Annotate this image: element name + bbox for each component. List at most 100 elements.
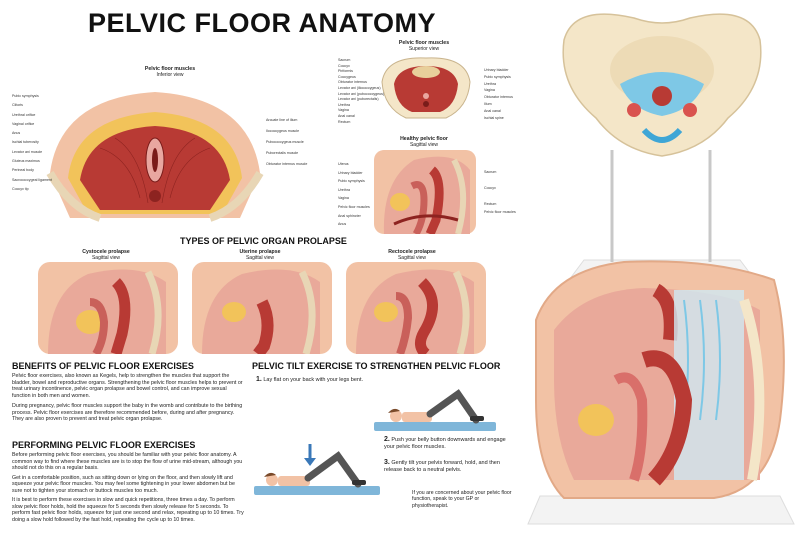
- healthy-label: Pubic symphysis: [338, 179, 365, 184]
- superior-label: Urethra: [338, 102, 350, 107]
- pelvis-bone-model: [562, 13, 762, 285]
- superior-label: Vagina: [484, 88, 495, 93]
- healthy-label: Vagina: [338, 196, 349, 201]
- tilt-note: If you are concerned about your pelvic f…: [412, 490, 512, 509]
- poster-title: PELVIC FLOOR ANATOMY: [87, 8, 436, 38]
- pelvis-models-illustration: [527, 13, 795, 525]
- performing-paragraph-1: Before performing pelvic floor exercises…: [12, 452, 243, 471]
- superior-label: Piriformis: [338, 69, 353, 74]
- healthy-left-labels: Uterus Urinary bladder Pubic symphysis U…: [338, 162, 370, 226]
- inferior-label: Coccyx tip: [12, 186, 29, 191]
- inferior-label: Puborectalis muscle: [266, 151, 299, 155]
- inferior-label: Levator ani muscle: [12, 149, 43, 154]
- benefits-paragraph-1: Pelvic floor exercises, also known as Ke…: [12, 373, 243, 399]
- prolapse-sub-3: Sagittal view: [397, 255, 427, 261]
- prolapse-heading: TYPES OF PELVIC ORGAN PROLAPSE: [180, 236, 347, 246]
- healthy-label: Uterus: [338, 162, 349, 166]
- healthy-caption-sub: Sagittal view: [409, 142, 439, 148]
- uterine-illustration: [192, 262, 332, 354]
- prolapse-sub-2: Sagittal view: [245, 255, 275, 261]
- inferior-label: Perineal body: [12, 168, 34, 173]
- prolapse-title-3: Rectocele prolapse: [388, 249, 436, 255]
- inferior-label: Gluteus maximus: [12, 159, 40, 164]
- inferior-caption-title: Pelvic floor muscles: [144, 66, 196, 72]
- inferior-right-labels: Arcuate line of ilium Ilococcygeus muscl…: [266, 118, 307, 166]
- superior-label: Vagina: [338, 108, 349, 113]
- inferior-label: Obturator internus muscle: [266, 162, 308, 166]
- performing-paragraph-2: Get in a comfortable position, such as s…: [12, 474, 235, 494]
- performing-heading: PERFORMING PELVIC FLOOR EXERCISES: [12, 440, 196, 450]
- benefits-paragraph-2: During pregnancy, pelvic floor muscles s…: [12, 403, 243, 422]
- inferior-caption: Pelvic floor muscles Inferior view: [115, 66, 225, 78]
- healthy-sagittal-illustration: [374, 150, 476, 234]
- superior-caption-title: Pelvic floor muscles: [398, 40, 450, 46]
- inferior-label: Vaginal orifice: [12, 121, 35, 126]
- superior-label: Coccyx: [338, 63, 350, 68]
- prolapse-illustrations: [38, 262, 486, 354]
- healthy-label: Urethra: [338, 187, 350, 192]
- healthy-label: Anal sphincter: [338, 213, 361, 218]
- tilt-step-2-number: 2.: [384, 436, 390, 443]
- superior-label: Urinary bladder: [484, 68, 509, 72]
- superior-label: Levator ani (pubococcygeus): [338, 91, 385, 96]
- superior-left-labels: Sacrum Coccyx Piriformis Coccygeus Obtur…: [338, 58, 384, 124]
- superior-label: Coccygeus: [338, 74, 356, 79]
- healthy-label: Anus: [338, 222, 347, 227]
- superior-label: Levator ani (iliococcygeus): [338, 85, 381, 90]
- tilt-heading: PELVIC TILT EXERCISE TO STRENGTHEN PELVI…: [252, 361, 501, 371]
- tilt-step-2-text: Push your belly button downwards and eng…: [384, 437, 506, 450]
- inferior-caption-sub: Inferior view: [156, 72, 184, 78]
- prolapse-caption-1: Cystocele prolapse Sagittal view: [62, 249, 150, 261]
- tilt-step-1-text: Lay flat on your back with your legs ben…: [263, 377, 364, 383]
- superior-label: Rectum: [338, 119, 351, 124]
- prolapse-sub-1: Sagittal view: [91, 255, 121, 261]
- healthy-label: Pelvic floor muscles: [484, 210, 516, 214]
- superior-view-illustration: [381, 57, 471, 119]
- healthy-label: Rectum: [484, 202, 497, 206]
- benefits-heading: BENEFITS OF PELVIC FLOOR EXERCISES: [12, 361, 194, 371]
- inferior-label: Pubococcygeus muscle: [266, 140, 304, 144]
- inferior-left-labels: Pubic symphysis Clitoris Urethral orific…: [12, 94, 52, 191]
- prolapse-caption-2: Uterine prolapse Sagittal view: [216, 249, 304, 261]
- performing-body: Before performing pelvic floor exercises…: [12, 452, 244, 523]
- prolapse-caption-3: Rectocele prolapse Sagittal view: [368, 249, 456, 261]
- superior-label: Anal canal: [484, 108, 501, 113]
- tilt-step-1: 1. Lay flat on your back with your legs …: [256, 376, 426, 384]
- inferior-label: Urethral orifice: [12, 112, 36, 117]
- product-photos: [524, 0, 800, 533]
- prolapse-title-2: Uterine prolapse: [239, 249, 281, 255]
- superior-label: Ilium: [484, 101, 492, 106]
- tilt-figure-2: [254, 444, 380, 495]
- tilt-figure-1: [374, 389, 496, 431]
- healthy-right-labels: Sacrum Coccyx Rectum Pelvic floor muscle…: [484, 170, 516, 214]
- cystocele-illustration: [38, 262, 178, 354]
- inferior-label: Sacrococcygeal ligament: [12, 177, 52, 182]
- healthy-label: Urinary bladder: [338, 170, 363, 175]
- tilt-step-2: 2. Push your belly button downwards and …: [384, 436, 514, 451]
- rectocele-illustration: [346, 262, 486, 354]
- superior-label: Urethra: [484, 81, 496, 86]
- pelvis-sagittal-model: [527, 260, 795, 525]
- superior-label: Ischial spine: [484, 115, 504, 120]
- inferior-label: Ilococcygeus muscle: [266, 129, 300, 133]
- healthy-caption-title: Healthy pelvic floor: [400, 136, 448, 142]
- tilt-step-3-number: 3.: [384, 459, 390, 466]
- healthy-caption: Healthy pelvic floor Sagittal view: [378, 136, 470, 148]
- tilt-step-3-text: Gently tilt your pelvis forward, hold, a…: [384, 460, 500, 473]
- superior-label: Obturator internus: [338, 80, 367, 85]
- inferior-label: Pubic symphysis: [12, 94, 39, 98]
- inferior-label: Anus: [12, 131, 21, 136]
- inferior-label: Arcuate line of ilium: [266, 118, 298, 122]
- inferior-view-illustration: [46, 92, 264, 222]
- healthy-label: Pelvic floor muscles: [338, 204, 370, 209]
- superior-caption: Pelvic floor muscles Superior view: [378, 40, 470, 52]
- prolapse-title-1: Cystocele prolapse: [82, 249, 130, 255]
- tilt-step-1-number: 1.: [256, 376, 262, 383]
- superior-label: Anal canal: [338, 113, 355, 118]
- inferior-label: Clitoris: [12, 103, 23, 108]
- superior-label: Obturator internus: [484, 95, 513, 100]
- superior-right-labels: Urinary bladder Pubic symphysis Urethra …: [484, 68, 513, 120]
- pelvic-floor-poster: PELVIC FLOOR ANATOMY Pelvic floor muscle…: [12, 8, 516, 523]
- superior-label: Levator ani (puborectalis): [338, 97, 379, 102]
- superior-caption-sub: Superior view: [408, 46, 440, 52]
